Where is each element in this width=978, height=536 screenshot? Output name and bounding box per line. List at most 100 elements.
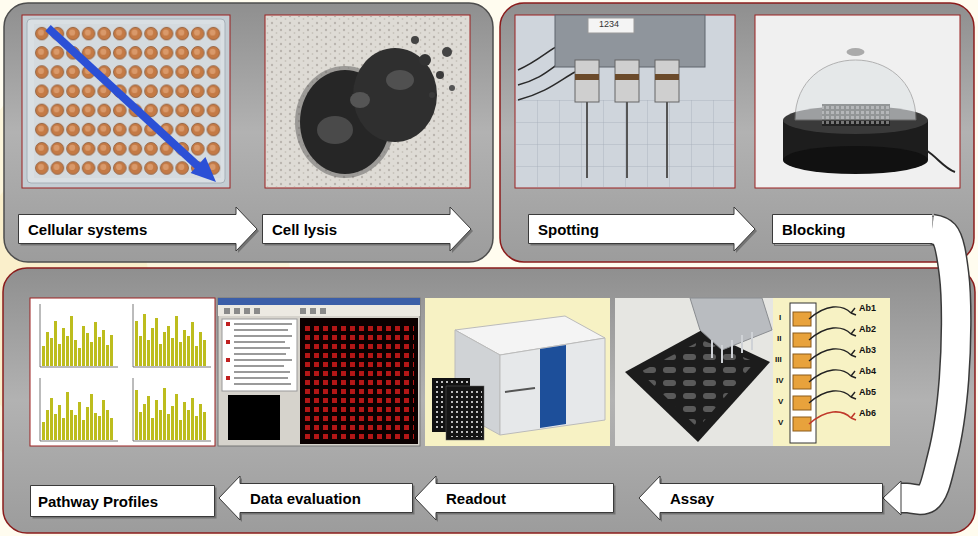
step-arrow: Blocking xyxy=(772,206,932,252)
antibody-label: Ab6 xyxy=(859,409,876,419)
cell-lysis-micrograph xyxy=(265,15,470,188)
process-box: Pathway Profiles xyxy=(30,485,215,517)
assay-illustration xyxy=(615,298,890,446)
step-arrow: Data evaluation xyxy=(218,475,413,521)
toolbar-icons xyxy=(224,308,326,314)
scanner-front xyxy=(500,338,605,435)
antibody-label: Ab5 xyxy=(859,388,876,398)
panel xyxy=(3,268,975,533)
antibody xyxy=(809,412,856,424)
flow-connector xyxy=(883,229,956,515)
dome-knob xyxy=(847,48,865,56)
arrow-outline xyxy=(219,476,413,520)
title-bar xyxy=(218,298,420,305)
incubation-plate xyxy=(625,330,770,442)
texture xyxy=(266,16,469,187)
step-label: Data evaluation xyxy=(218,490,371,507)
array-pad xyxy=(793,312,811,326)
step-label: Blocking xyxy=(772,221,855,238)
slide-image xyxy=(446,386,484,440)
debris xyxy=(449,85,455,91)
step-label: Cellular systems xyxy=(18,221,177,238)
scanner-stripe xyxy=(540,345,566,428)
blue-arrow-head xyxy=(191,157,216,182)
robot-head xyxy=(555,15,705,67)
arrow-outline xyxy=(529,207,756,251)
blue-arrow xyxy=(48,28,200,168)
arrow-outline xyxy=(415,476,614,520)
photo-ground xyxy=(425,298,610,446)
array-pad xyxy=(793,417,811,431)
step-arrow: Spotting xyxy=(528,206,756,252)
debris xyxy=(442,47,452,57)
slide-dots xyxy=(448,389,482,437)
wells xyxy=(34,24,221,178)
window xyxy=(218,298,420,446)
cell-detail xyxy=(386,70,414,90)
arrow-head xyxy=(883,481,901,515)
bars xyxy=(42,392,114,440)
pin-holder xyxy=(615,60,639,102)
array-pad xyxy=(793,396,811,410)
arrow-outline xyxy=(773,215,933,244)
row-number: I xyxy=(779,314,781,323)
row-number: V xyxy=(778,419,783,428)
pipette-tips xyxy=(712,332,752,363)
photo-frame xyxy=(22,15,230,188)
debris xyxy=(419,54,431,66)
photo-frame xyxy=(755,15,960,188)
scanner-illustration xyxy=(425,298,610,446)
bars xyxy=(135,388,207,440)
step-label: Cell lysis xyxy=(262,221,367,238)
row-number: V xyxy=(778,398,783,407)
list-lines xyxy=(234,324,292,384)
number-plate xyxy=(588,18,634,33)
pin-band xyxy=(655,74,679,80)
connector-body xyxy=(901,229,956,500)
arrow-outline xyxy=(19,207,258,251)
device-number: 1234 xyxy=(599,20,619,30)
step-label: Pathway Profiles xyxy=(30,493,166,510)
plate-slots xyxy=(640,340,755,428)
photo-frame xyxy=(515,15,735,188)
spotting-robot-photo xyxy=(515,15,735,188)
antibody-label: Ab3 xyxy=(859,346,876,356)
well-plate-photo xyxy=(22,15,230,188)
row-number: III xyxy=(775,356,782,365)
software-screenshot xyxy=(218,298,420,446)
pin-band xyxy=(615,74,639,80)
step-arrow: Assay xyxy=(638,475,883,521)
debris xyxy=(436,71,444,79)
row-number: IV xyxy=(776,377,784,386)
list-pane xyxy=(222,319,297,391)
antibody-label: Ab2 xyxy=(859,325,876,335)
spotting-pin xyxy=(666,102,668,178)
photo-frame xyxy=(30,298,215,446)
step-arrow: Cell lysis xyxy=(262,206,472,252)
bars xyxy=(135,314,207,366)
step-label: Spotting xyxy=(528,221,629,238)
antibody xyxy=(809,349,856,361)
array-view xyxy=(300,318,418,444)
debris xyxy=(411,36,419,44)
blocking-chamber-photo xyxy=(755,15,960,188)
arrow-shape xyxy=(414,475,614,521)
photo xyxy=(615,298,773,446)
arrow-outline xyxy=(263,207,472,251)
chart-axes xyxy=(40,304,211,441)
pin-holder xyxy=(655,60,679,102)
cell-detail xyxy=(317,116,353,144)
antibody xyxy=(809,391,856,403)
antibody xyxy=(809,328,856,340)
pin-holder xyxy=(575,60,599,102)
step-label: Readout xyxy=(414,490,516,507)
cable xyxy=(926,150,955,172)
photo-ground xyxy=(615,298,890,446)
glass-dome xyxy=(795,60,916,120)
toolbar xyxy=(218,305,420,316)
preview-pane xyxy=(228,395,280,440)
